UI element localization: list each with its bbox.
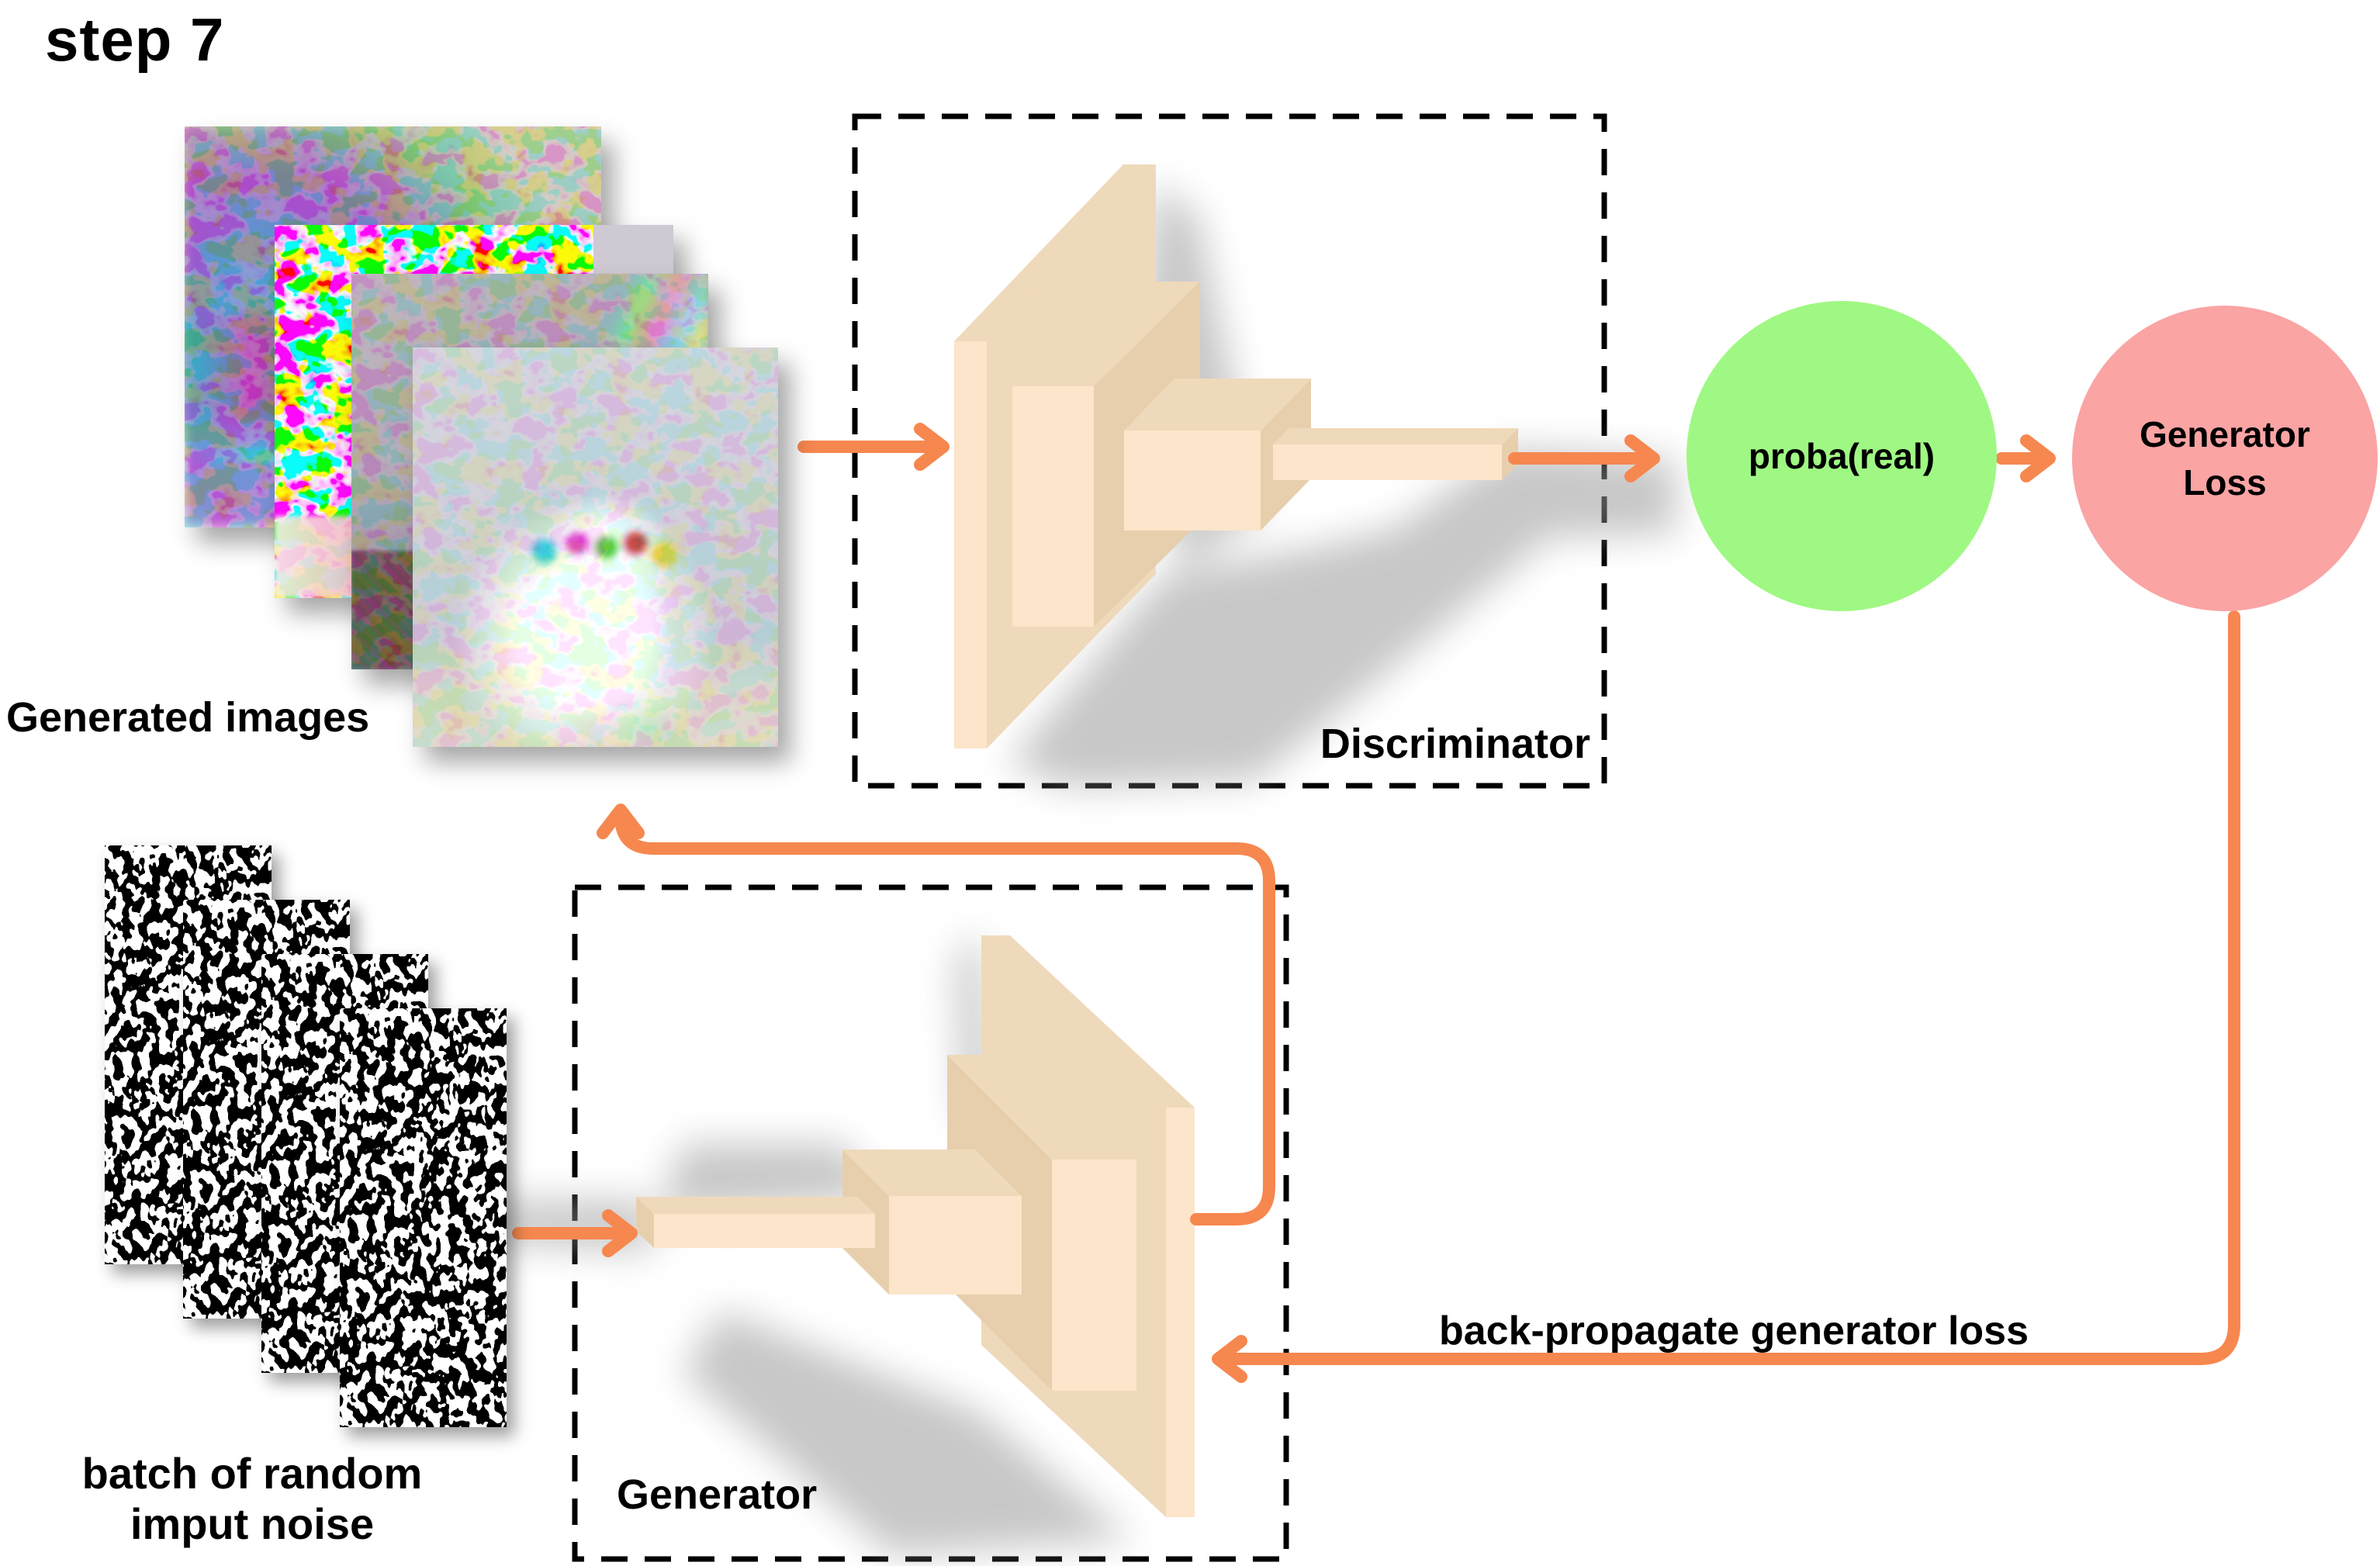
deconv-layer-front: [1166, 1108, 1195, 1517]
noise-image-4: [340, 1008, 507, 1427]
proba-real-label: proba(real): [1748, 435, 1935, 476]
generator-loss-label-line2: Loss: [2183, 462, 2267, 503]
generator-loss-label: Generator Loss: [2071, 296, 2378, 621]
deconv-layer-top: [947, 1055, 1136, 1160]
generator-loss-node: [2072, 306, 2378, 611]
noise-batch-label: batch of random imput noise: [43, 1449, 462, 1550]
conv-layer-front: [1124, 430, 1261, 531]
discriminator-network: [954, 164, 1518, 748]
shadow-shape: [659, 1144, 884, 1214]
discriminator-label: Discriminator: [1320, 721, 1590, 767]
proba-real-node: [1686, 301, 1997, 611]
shadow-shape: [1373, 448, 1676, 543]
noise-batch-label-line2: imput noise: [130, 1499, 375, 1548]
arrow-generator-to-images: [597, 804, 1275, 1225]
deconv-layer-top: [981, 935, 1195, 1108]
connectors: [512, 423, 2240, 1383]
noise-batch-label-line1: batch of random: [81, 1449, 423, 1498]
step-title: step 7: [45, 5, 225, 74]
arrow-backpropagate-loss: [1212, 610, 2240, 1383]
generated-image-4-cat: [413, 347, 778, 747]
conv-layer-front: [954, 341, 987, 748]
output-bar-top: [1273, 428, 1518, 444]
deconv-layer-top: [842, 1149, 1022, 1196]
shadow-shape: [683, 1311, 1133, 1555]
generator-label: Generator: [617, 1471, 818, 1518]
output-bar-front: [1273, 444, 1502, 480]
conv-layer-front: [1012, 386, 1094, 627]
generated-images-label: Generated images: [6, 694, 370, 741]
generator-box: [572, 884, 1289, 1562]
input-bar-top: [636, 1197, 875, 1214]
conv-layer-top: [954, 164, 1156, 341]
shadow-shape: [1008, 504, 1544, 787]
conv-layer-top: [1124, 379, 1311, 430]
input-bar-front: [654, 1214, 875, 1248]
generator-network: [636, 935, 1195, 1517]
discriminator-box: [852, 113, 1607, 789]
backpropagate-label: back-propagate generator loss: [1439, 1308, 2029, 1353]
generator-loss-label-line1: Generator: [2140, 413, 2310, 455]
deconv-layer-front: [1052, 1160, 1136, 1391]
image-noise-overlay: [413, 347, 778, 747]
deconv-layer-front: [889, 1196, 1022, 1295]
conv-layer-top: [1012, 282, 1200, 386]
